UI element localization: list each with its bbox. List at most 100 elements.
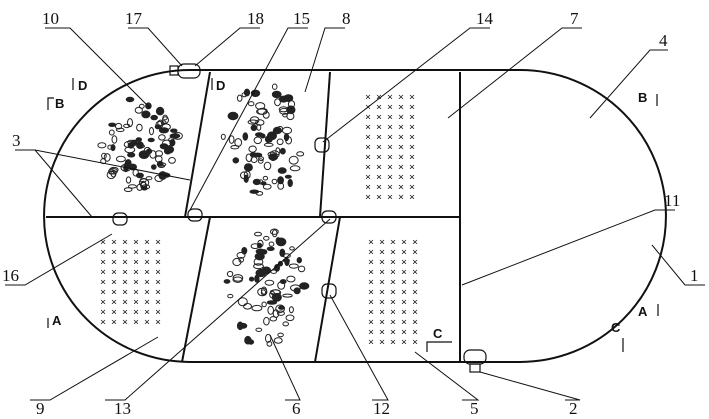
cross-mark: × <box>122 237 128 248</box>
pebble <box>132 168 139 177</box>
pebble <box>271 292 282 302</box>
valve-16 <box>112 212 128 226</box>
cross-mark: × <box>133 237 139 248</box>
pebble <box>243 163 253 172</box>
pebble <box>273 337 283 344</box>
cross-fill-chamber-5: ××××××××××××××××××××××××××××××××××××××××… <box>368 237 418 348</box>
pebble <box>253 152 263 158</box>
pebble <box>250 156 258 163</box>
pebble <box>149 127 154 136</box>
cross-mark: × <box>111 277 117 288</box>
pebble <box>264 279 275 286</box>
tank-outline <box>43 69 667 363</box>
cross-mark: × <box>398 132 404 143</box>
pebble <box>243 303 252 310</box>
cross-mark: × <box>387 122 393 133</box>
pebble <box>238 256 244 263</box>
pebble <box>281 126 293 135</box>
cross-mark: × <box>376 172 382 183</box>
pebble <box>138 178 150 188</box>
pebble <box>150 114 158 121</box>
pebble <box>123 187 133 193</box>
pebble <box>270 228 279 235</box>
pebble <box>242 132 249 141</box>
pebble <box>158 134 166 141</box>
section-b-left: B <box>55 96 64 111</box>
cross-mark: × <box>398 172 404 183</box>
pebble <box>256 124 262 131</box>
pebble <box>296 151 305 157</box>
cross-mark: × <box>365 162 371 173</box>
pebble <box>288 306 294 314</box>
cross-mark: × <box>155 307 161 318</box>
cross-mark: × <box>122 257 128 268</box>
cross-mark: × <box>409 102 415 113</box>
cross-mark: × <box>379 317 385 328</box>
cross-mark: × <box>365 122 371 133</box>
pebble <box>232 157 240 164</box>
cross-mark: × <box>368 247 374 258</box>
cross-mark: × <box>409 122 415 133</box>
pebble <box>236 251 246 259</box>
cross-mark: × <box>144 307 150 318</box>
section-a-left: A <box>52 313 62 328</box>
label-9: 9 <box>36 399 45 418</box>
cross-mark: × <box>376 102 382 113</box>
cross-mark: × <box>100 287 106 298</box>
cross-mark: × <box>144 287 150 298</box>
pebble <box>261 301 267 308</box>
cross-mark: × <box>100 267 106 278</box>
cross-mark: × <box>398 152 404 163</box>
cross-mark: × <box>409 152 415 163</box>
cross-mark: × <box>409 192 415 203</box>
cross-mark: × <box>365 152 371 163</box>
pebble <box>269 316 278 322</box>
pebble <box>253 136 262 145</box>
cross-mark: × <box>111 307 117 318</box>
pebble <box>158 127 169 134</box>
cross-mark: × <box>376 122 382 133</box>
label-11: 11 <box>664 191 680 210</box>
cross-mark: × <box>387 162 393 173</box>
pebble <box>247 119 259 125</box>
pebble <box>127 139 136 145</box>
label-2: 2 <box>569 399 578 418</box>
pebble <box>156 162 167 167</box>
pebble <box>160 120 167 126</box>
cross-mark: × <box>111 297 117 308</box>
cross-mark: × <box>379 327 385 338</box>
label-17: 17 <box>125 9 143 28</box>
cross-mark: × <box>401 287 407 298</box>
pebble <box>248 145 257 153</box>
pebble <box>284 174 292 179</box>
upper-divider-2 <box>319 71 331 218</box>
pebble <box>127 152 136 158</box>
pebble-fill-chamber-10 <box>97 96 183 193</box>
cross-mark: × <box>144 257 150 268</box>
pebble <box>282 321 290 327</box>
pebble-fill-chamber-8 <box>220 83 305 196</box>
pebble <box>276 310 285 316</box>
label-10: 10 <box>42 9 59 28</box>
cross-mark: × <box>387 92 393 103</box>
label-16: 16 <box>2 266 19 285</box>
section-b-right: B <box>638 90 647 105</box>
cross-mark: × <box>144 267 150 278</box>
pebble <box>285 314 295 322</box>
pebble <box>154 124 162 130</box>
pebble <box>266 246 275 252</box>
pebble <box>237 297 248 307</box>
pebble <box>161 116 169 124</box>
pebble <box>163 147 172 155</box>
pebble <box>239 322 248 329</box>
pebble <box>282 112 288 118</box>
label-6: 6 <box>292 399 301 418</box>
cross-mark: × <box>376 92 382 103</box>
pebble <box>97 142 107 149</box>
section-c-mid: C <box>433 326 443 341</box>
cross-mark: × <box>398 192 404 203</box>
pebble <box>282 293 293 298</box>
cross-mark: × <box>412 287 418 298</box>
pebble <box>272 126 282 135</box>
